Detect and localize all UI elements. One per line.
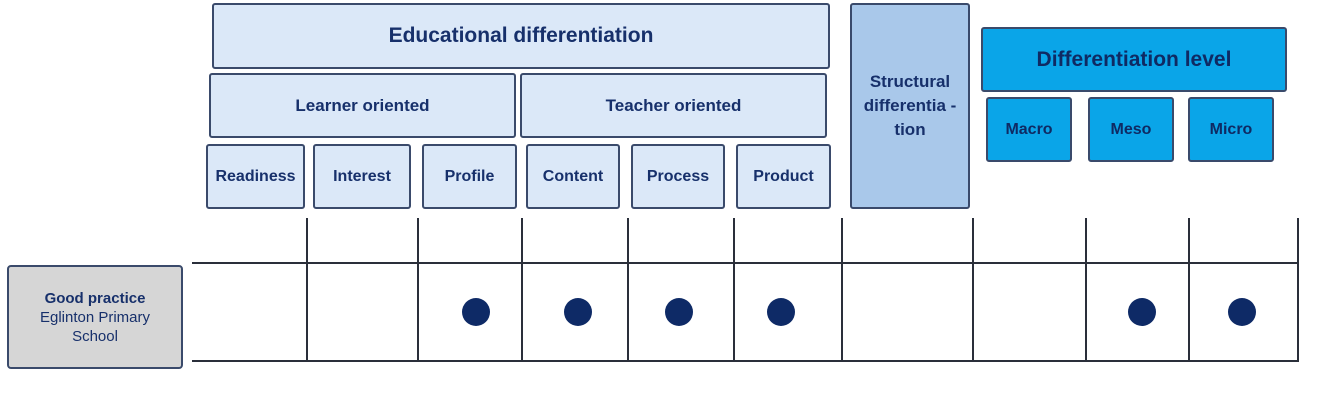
dot-content xyxy=(564,298,592,326)
grid-line-vertical xyxy=(841,218,843,361)
column-content: Content xyxy=(526,144,620,209)
grid-line-horizontal-bottom xyxy=(192,360,1299,362)
grid-line-vertical xyxy=(627,218,629,361)
dot-product xyxy=(767,298,795,326)
dot-profile xyxy=(462,298,490,326)
grid-line-vertical xyxy=(733,218,735,361)
row-title: Good practice xyxy=(44,289,146,307)
grid-line-vertical xyxy=(306,218,308,361)
structural-differentiation-header: Structural differentia -tion xyxy=(850,3,970,209)
dot-micro xyxy=(1228,298,1256,326)
differentiation-level-header: Differentiation level xyxy=(981,27,1287,92)
column-product: Product xyxy=(736,144,831,209)
dot-process xyxy=(665,298,693,326)
column-macro: Macro xyxy=(986,97,1072,162)
column-meso: Meso xyxy=(1088,97,1174,162)
grid-line-vertical xyxy=(1297,218,1299,361)
grid-line-horizontal-top xyxy=(192,262,1299,264)
row-subtitle: Eglinton Primary School xyxy=(39,308,151,345)
column-micro: Micro xyxy=(1188,97,1274,162)
column-readiness: Readiness xyxy=(206,144,305,209)
grid-line-vertical xyxy=(972,218,974,361)
grid-line-vertical xyxy=(1085,218,1087,361)
grid-line-vertical xyxy=(521,218,523,361)
educational-differentiation-header: Educational differentiation xyxy=(212,3,830,69)
column-interest: Interest xyxy=(313,144,411,209)
column-profile: Profile xyxy=(422,144,517,209)
dot-meso xyxy=(1128,298,1156,326)
grid-line-vertical xyxy=(1188,218,1190,361)
grid-line-vertical xyxy=(417,218,419,361)
column-process: Process xyxy=(631,144,725,209)
row-label-good-practice: Good practice Eglinton Primary School xyxy=(7,265,183,369)
teacher-oriented-header: Teacher oriented xyxy=(520,73,827,138)
learner-oriented-header: Learner oriented xyxy=(209,73,516,138)
